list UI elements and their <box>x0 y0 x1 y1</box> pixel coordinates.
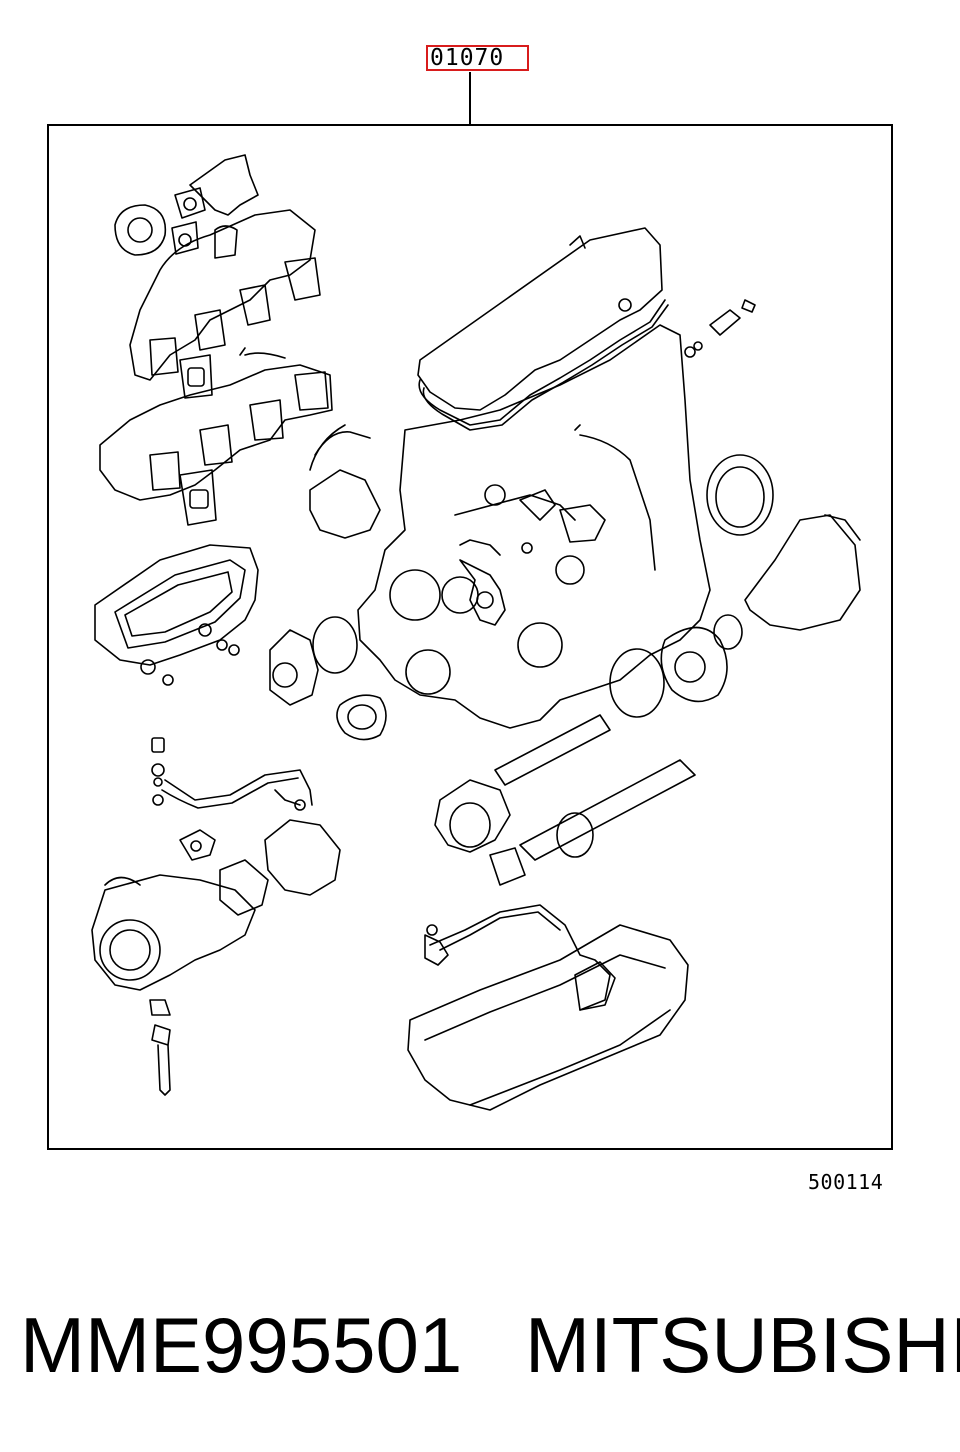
rocker-cover-illustration <box>418 228 668 430</box>
oil-cooler-illustration <box>95 545 258 685</box>
engine-block-illustration <box>358 325 710 728</box>
exhaust-manifold-illustration <box>115 155 320 398</box>
diagram-frame <box>47 124 893 1150</box>
right-side-components-illustration <box>610 300 860 717</box>
callout-leader-line <box>469 72 471 125</box>
oil-pipe-illustration <box>152 738 312 810</box>
brand-name: MITSUBISHI <box>525 1301 960 1389</box>
crankshaft-seals-illustration <box>427 715 695 935</box>
diagram-reference-code: 500114 <box>808 1170 884 1194</box>
oil-pan-illustration <box>408 905 688 1110</box>
water-pump-illustration <box>270 425 386 740</box>
part-caption: MME995501 MITSUBISHI <box>0 1300 960 1390</box>
callout-label: 01070 <box>426 45 529 71</box>
part-number: MME995501 <box>20 1301 463 1389</box>
turbocharger-illustration <box>92 820 340 1095</box>
intake-manifold-illustration <box>100 348 332 525</box>
